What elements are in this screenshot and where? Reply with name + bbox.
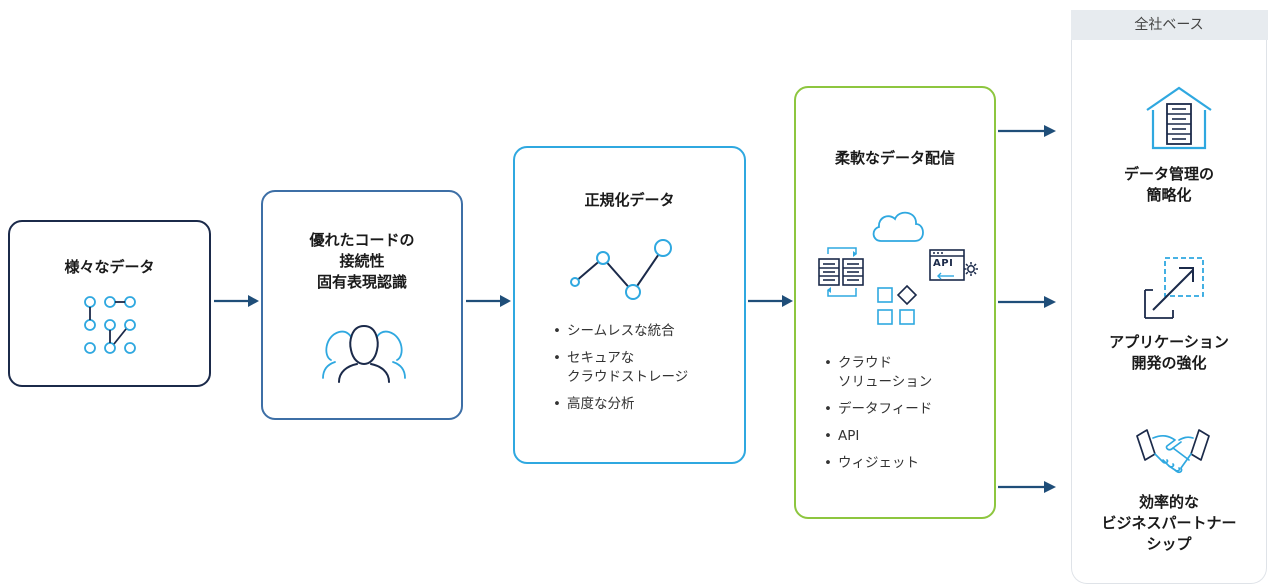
list-item: ウィジェット [824,454,932,473]
step-title: 柔軟なデータ配信 [796,148,994,169]
flow-arrow [214,295,259,307]
label-line: 簡略化 [1146,186,1192,204]
title-line: 様々なデータ [64,258,155,276]
title-line: 固有表現認識 [316,273,407,291]
step-title: 優れたコードの 接続性 固有表現認識 [263,230,461,293]
list-item: シームレスな統合 [553,322,688,341]
list-item-text: 高度な分析 [567,396,635,412]
step-title: 正規化データ [515,190,744,211]
list-item-text: データフィード [838,401,933,417]
expand-arrow-icon [1144,257,1204,319]
data-nodes-icon [84,296,136,354]
list-item-text: ウィジェット [838,455,919,471]
feature-list: シームレスな統合 セキュアな クラウドストレージ 高度な分析 [553,322,688,422]
step-title: 様々なデータ [10,257,209,278]
list-item: API [824,427,932,446]
step-box-normalized-data: 正規化データ シームレスな統合 セキュアな クラウドストレージ 高度な分析 [513,146,746,464]
list-item-text: シームレスな統合 [567,323,675,339]
label-line: アプリケーション [1109,333,1229,351]
list-item-text: ソリューション [838,374,933,390]
list-item-text: API [838,428,860,444]
outcome-label: データ管理の 簡略化 [1072,164,1266,206]
people-group-icon [322,324,406,383]
api-window-icon: API [928,246,978,290]
label-line: 開発の強化 [1131,354,1207,372]
label-line: ビジネスパートナー [1101,514,1237,532]
enterprise-panel: 全社ベース データ管理の 簡略化 アプリケーション 開発の強化 [1070,10,1268,584]
outcome-arrow [998,125,1056,137]
list-item-text: クラウド [838,355,892,371]
outcome-arrow [998,481,1056,493]
outcome-label: 効率的な ビジネスパートナー シップ [1072,492,1266,555]
step-box-various-data: 様々なデータ [8,220,211,387]
flow-arrow [748,295,793,307]
step-box-entity-recognition: 優れたコードの 接続性 固有表現認識 [261,190,463,420]
panel-header: 全社ベース [1070,10,1268,40]
building-server-icon [1146,86,1212,150]
title-line: 優れたコードの [309,231,415,249]
label-line: 効率的な [1138,493,1199,511]
list-item: データフィード [824,400,932,419]
line-trend-icon [570,239,672,300]
flow-arrow [466,295,511,307]
list-item: クラウド ソリューション [824,354,932,392]
list-item-text: セキュアな [567,350,635,366]
list-item: 高度な分析 [553,395,688,414]
widget-grid-icon [877,284,918,325]
title-line: 柔軟なデータ配信 [834,149,955,167]
list-item: セキュアな クラウドストレージ [553,349,688,387]
outcome-label: アプリケーション 開発の強化 [1072,332,1266,374]
list-item-text: クラウドストレージ [567,369,689,385]
handshake-icon [1136,429,1210,474]
panel-header-text: 全社ベース [1134,17,1204,33]
step-box-data-delivery: 柔軟なデータ配信 [794,86,996,519]
delivery-list: クラウド ソリューション データフィード API ウィジェット [824,354,932,481]
cloud-icon [872,211,924,242]
server-sync-icon [818,247,864,297]
title-line: 正規化データ [584,191,675,209]
title-line: 接続性 [339,252,385,270]
outcome-arrow [998,296,1056,308]
label-line: シップ [1146,535,1192,553]
label-line: データ管理の [1123,165,1214,183]
api-icon-label: API [933,258,954,269]
